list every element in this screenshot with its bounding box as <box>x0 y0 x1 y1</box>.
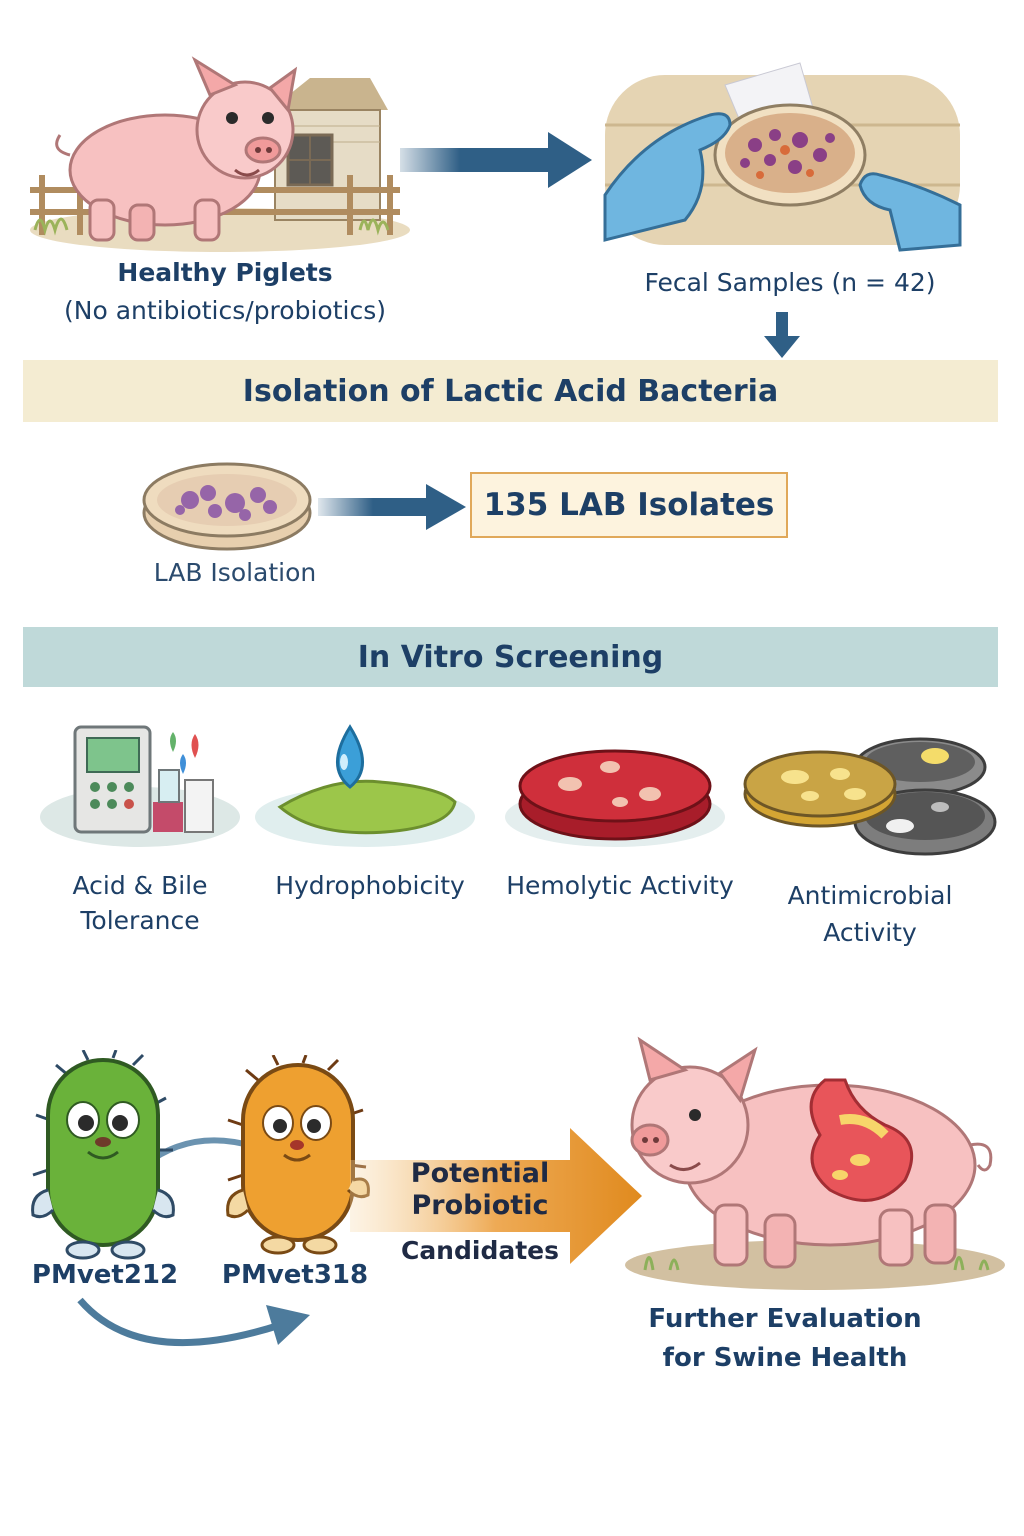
fecal-samples-label: Fecal Samples (n = 42) <box>644 268 936 297</box>
gloved-hand-icon <box>603 112 962 252</box>
lab-isolation-plate-icon <box>142 462 312 551</box>
bacterium-pmvet212-icon <box>31 1050 175 1260</box>
assay-label-acid-bile-line1: Acid & Bile <box>72 871 208 900</box>
outcome-title: Further Evaluation for Swine Health <box>640 1300 930 1378</box>
screening-banner-title: In Vitro Screening <box>357 639 664 675</box>
assay-label-hemolytic-line1: Hemolytic Activity <box>506 871 734 900</box>
assay-label-hemolytic: Hemolytic Activity <box>495 868 745 903</box>
flow-arrow-down <box>764 312 800 358</box>
strain-label-pmvet318: PMvet318 <box>221 1260 369 1290</box>
stomach-icon <box>809 1078 914 1202</box>
assay-label-acid-bile-line2: Tolerance <box>80 906 200 935</box>
lab-isolation-label: LAB Isolation <box>153 558 317 587</box>
swine-health-pig-illustration <box>625 1036 1005 1290</box>
assay-label-hydrophobicity-line1: Hydrophobicity <box>275 871 465 900</box>
candidates-arrow <box>350 1128 642 1264</box>
blood-agar-plate-icon <box>505 749 725 847</box>
lab-isolates-result-box: 135 LAB Isolates <box>470 472 788 538</box>
healthy-piglets-title: Healthy Piglets <box>117 258 333 287</box>
flow-arrow-right <box>400 132 592 188</box>
assay-label-hydrophobicity: Hydrophobicity <box>255 868 485 903</box>
fecal-sample-dish-illustration <box>603 62 962 252</box>
outcome-line2: for Swine Health <box>662 1343 908 1373</box>
candidates-arrow-text: Potential Probiotic <box>380 1158 580 1222</box>
candidates-line1: Potential <box>410 1158 550 1189</box>
assay-label-antimicrobial: Antimicrobial Activity <box>765 877 975 951</box>
piglet-icon <box>55 56 298 242</box>
lab-isolates-count: 135 LAB Isolates <box>483 487 775 523</box>
ph-meter-icon <box>40 725 240 847</box>
candidates-line2: Probiotic <box>411 1190 549 1221</box>
curved-arrow-icon <box>77 1297 310 1347</box>
screening-banner: In Vitro Screening <box>23 627 998 687</box>
assay-label-acid-bile: Acid & Bile Tolerance <box>40 868 240 938</box>
isolation-banner-title: Isolation of Lactic Acid Bacteria <box>242 373 779 409</box>
assay-label-antimicrobial-line1: Antimicrobial <box>787 881 953 910</box>
strain-label-pmvet212: PMvet212 <box>31 1260 179 1290</box>
healthy-piglets-subtitle: (No antibiotics/probiotics) <box>64 296 386 325</box>
water-drop-icon <box>255 724 475 847</box>
flow-arrow-right <box>318 484 466 530</box>
petri-dishes-icon <box>743 737 997 856</box>
piglet-farm-illustration <box>30 56 410 252</box>
candidates-line3: Candidates <box>400 1236 560 1265</box>
assay-label-antimicrobial-line2: Activity <box>823 918 917 947</box>
isolation-banner: Isolation of Lactic Acid Bacteria <box>23 360 998 422</box>
outcome-line1: Further Evaluation <box>648 1304 922 1334</box>
